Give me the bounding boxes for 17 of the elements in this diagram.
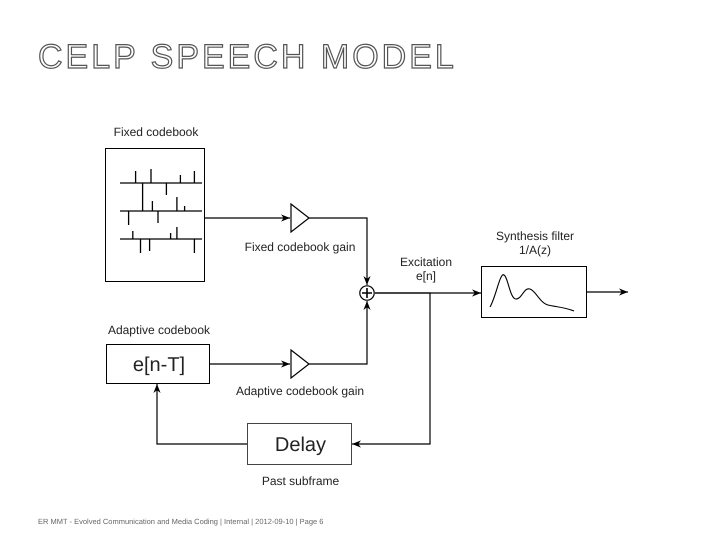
arrow xyxy=(210,360,290,368)
arrow xyxy=(205,214,290,222)
arrow xyxy=(153,384,247,445)
arrow xyxy=(352,292,431,448)
arrow xyxy=(587,288,628,296)
slide-title: CELP SPEECH MODEL xyxy=(38,38,457,77)
gain-label: Fixed codebook gain xyxy=(244,240,356,254)
summing-junction xyxy=(359,285,375,301)
signal-label: e[n-T] xyxy=(132,353,186,377)
codebook-label: Adaptive codebook xyxy=(106,323,212,338)
block-caption: Past subframe xyxy=(260,474,340,488)
codebook-label: Fixed codebook xyxy=(112,125,200,140)
gain-label: Adaptive codebook gain xyxy=(234,384,366,398)
arrow xyxy=(309,217,371,285)
arrow xyxy=(309,301,371,365)
block-label: Delay xyxy=(274,433,328,457)
filter-label: Synthesis filter 1/A(z) xyxy=(494,229,576,258)
